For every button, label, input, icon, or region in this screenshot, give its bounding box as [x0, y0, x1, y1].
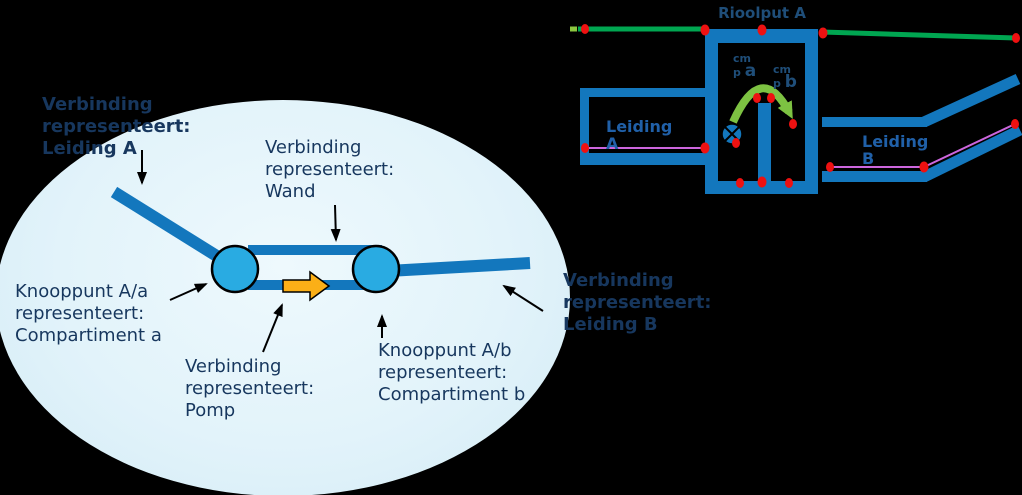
label-leiding-b: Leiding B [862, 133, 928, 167]
label-part: b [784, 72, 797, 92]
label-part: p [773, 77, 781, 90]
annotation-knooppunt-a-b: Knooppunt A/b representeert: Compartimen… [378, 340, 525, 406]
label-line: A [606, 134, 619, 153]
annotation-verbinding-leiding-b: Verbinding representeert: Leiding B [563, 270, 712, 336]
annotation-line: Leiding B [563, 314, 658, 335]
annotation-line: Verbinding [563, 270, 674, 291]
annotation-line: representeert: [378, 362, 508, 383]
label-part: p [733, 66, 741, 79]
label-line: cm [733, 52, 751, 65]
label-line: p a [733, 63, 756, 80]
annotation-verbinding-pomp: Verbinding representeert: Pomp [185, 356, 314, 422]
annotation-line: Knooppunt A/a [15, 281, 149, 302]
label-line: B [862, 149, 875, 168]
label-line: p b [773, 74, 797, 91]
annotation-line: representeert: [15, 303, 145, 324]
annotation-line: representeert: [185, 378, 315, 399]
annotation-line: representeert: [265, 159, 395, 180]
label-leiding-a: Leiding A [606, 118, 672, 152]
network-schematic [570, 24, 1022, 194]
annotation-line: Verbinding [185, 356, 282, 377]
annotation-line: Pomp [185, 400, 236, 421]
annotation-line: Compartiment a [15, 325, 162, 346]
manhole-outer-wall [705, 29, 818, 194]
pump-symbol-icon [721, 123, 743, 145]
annotation-line: Knooppunt A/b [378, 340, 512, 361]
annotation-line: representeert: [563, 292, 712, 313]
annotation-verbinding-wand: Verbinding representeert: Wand [265, 137, 394, 203]
annotation-line: Verbinding [42, 94, 153, 115]
label-line: Leiding [606, 117, 673, 136]
manhole-divider-wand [758, 103, 771, 182]
annotation-line: Compartiment b [378, 384, 526, 405]
label-compartment-b: cm p b [773, 63, 797, 91]
label-line: Leiding [862, 132, 929, 151]
annotation-line: Leiding A [42, 138, 137, 159]
annotation-line: Verbinding [265, 137, 362, 158]
node-dots [581, 24, 1020, 188]
annotation-verbinding-leiding-a: Verbinding representeert: Leiding A [42, 94, 191, 160]
annotation-knooppunt-a-a: Knooppunt A/a representeert: Compartimen… [15, 281, 162, 347]
annotation-line: representeert: [42, 116, 191, 137]
label-compartment-a: cm p a [733, 52, 756, 80]
overflow-arc-arrow-icon [729, 84, 793, 124]
label-line: cm [773, 63, 791, 76]
label-part: a [744, 61, 757, 81]
ground-line-right [821, 29, 1017, 41]
annotation-line: Wand [265, 181, 316, 202]
manhole-title: Rioolput A [718, 4, 806, 22]
